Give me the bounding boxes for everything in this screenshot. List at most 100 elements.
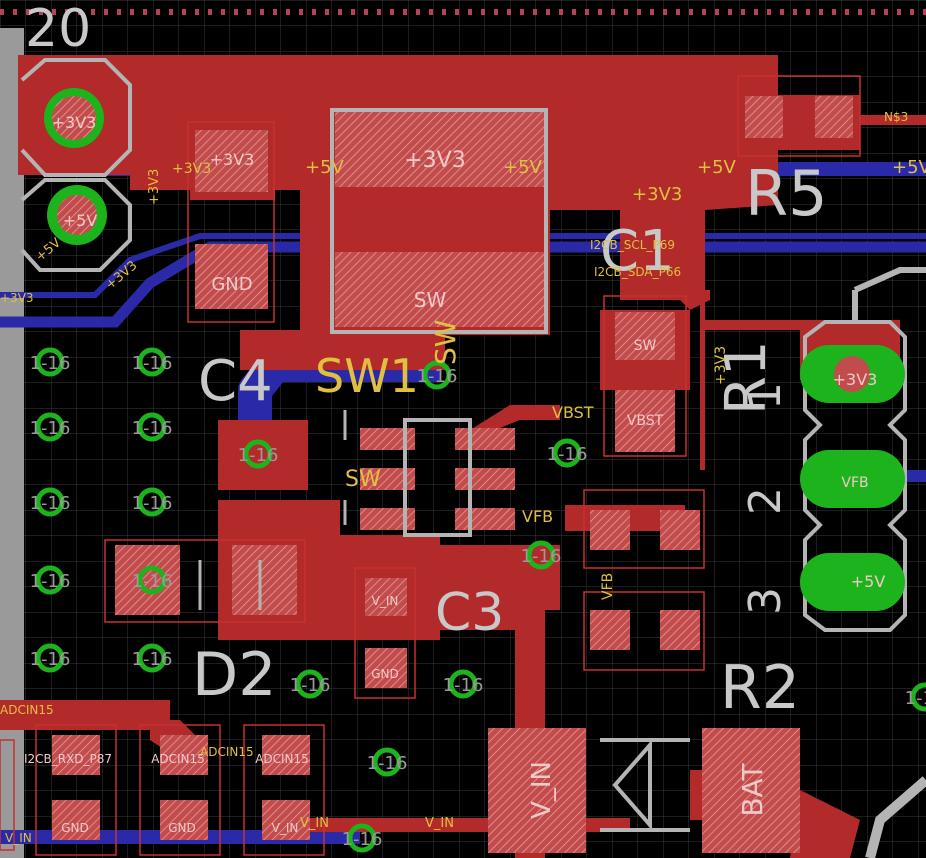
svg-text:SW: SW (345, 467, 381, 492)
via[interactable]: 1-16 (30, 412, 71, 442)
via-label: 1-16 (547, 444, 588, 465)
pad-label-layer: +3V3 GND +3V3 SW SW VBST V_IN GND GND GN… (24, 113, 885, 835)
c4-label: C4 (198, 349, 273, 414)
svg-text:+5V: +5V (305, 157, 345, 178)
via-label: 1-16 (30, 353, 71, 374)
c3-label: C3 (435, 583, 504, 643)
via-label: 1-16 (30, 418, 71, 439)
pin-1-label: 1 (740, 382, 791, 410)
svg-text:+3V3: +3V3 (833, 370, 878, 389)
via[interactable]: 1-16 (132, 412, 173, 442)
sw1-label: SW1 (315, 349, 419, 403)
svg-text:+3V3: +3V3 (210, 150, 255, 169)
vias[interactable]: 1-16 1-16 1-16 1-16 1-16 1-16 1-16 1-16 1-16 1-16… (30, 347, 926, 853)
via[interactable]: 1-16 (905, 682, 926, 712)
svg-text:GND: GND (61, 821, 89, 835)
via-label: 1-16 (342, 829, 383, 850)
via-label: 1-16 (905, 688, 926, 709)
svg-text:V_IN: V_IN (5, 831, 32, 845)
svg-text:ADCIN15: ADCIN15 (151, 752, 205, 766)
svg-text:V_IN: V_IN (300, 816, 329, 831)
via[interactable]: 1-16 (521, 540, 562, 570)
via-label: 1-16 (132, 353, 173, 374)
svg-text:GND: GND (168, 821, 196, 835)
svg-text:VBST: VBST (627, 413, 664, 429)
smd-pads[interactable] (52, 96, 853, 853)
svg-text:VFB: VFB (600, 573, 616, 600)
svg-text:V_IN: V_IN (372, 594, 399, 608)
via-label: 1-16 (521, 546, 562, 567)
through-hole-pads[interactable] (44, 88, 905, 611)
via[interactable]: 1-16 (30, 487, 71, 517)
svg-text:GND: GND (371, 667, 399, 681)
svg-text:VFB: VFB (522, 507, 553, 526)
svg-text:+3V3: +3V3 (0, 291, 34, 305)
d2-label: D2 (192, 640, 276, 710)
via[interactable]: 1-16 (290, 669, 331, 699)
r5-label: R5 (745, 157, 828, 230)
via-label: 1-16 (30, 649, 71, 670)
svg-text:SW: SW (414, 288, 447, 312)
svg-text:+5V: +5V (503, 157, 543, 178)
svg-text:I2CB_RXD_P87: I2CB_RXD_P87 (24, 752, 112, 766)
svg-text:+5V: +5V (63, 211, 98, 230)
silkscreen (20, 58, 926, 858)
svg-text:SW: SW (429, 320, 462, 365)
pin-2-label: 2 (740, 487, 791, 515)
svg-text:I2CB_SDA_P66: I2CB_SDA_P66 (594, 265, 681, 279)
via[interactable]: 1-16 (547, 438, 588, 468)
svg-text:V_IN: V_IN (272, 821, 299, 835)
via-label: 1-16 (30, 493, 71, 514)
via[interactable]: 1-16 (238, 439, 279, 469)
svg-text:SW: SW (634, 338, 657, 354)
via-label: 1-16 (290, 675, 331, 696)
via[interactable]: 1-16 (30, 565, 71, 595)
via[interactable]: 1-16 (30, 643, 71, 673)
via-label: 1-16 (132, 571, 173, 592)
via[interactable]: 1-16 (417, 360, 458, 390)
svg-text:+5V: +5V (892, 157, 926, 178)
via-label: 1-16 (132, 418, 173, 439)
part-outlines (0, 75, 861, 856)
header-pin-19 (47, 185, 107, 245)
svg-text:GND: GND (211, 274, 252, 295)
via-label: 1-16 (417, 366, 458, 387)
svg-text:+5V: +5V (851, 572, 886, 591)
svg-text:N$3: N$3 (884, 110, 908, 124)
svg-text:VBST: VBST (552, 403, 594, 422)
svg-text:+3V3: +3V3 (172, 161, 211, 177)
pin-3-label: 3 (740, 587, 791, 615)
via[interactable]: 1-16 (132, 487, 173, 517)
via-label: 1-16 (238, 445, 279, 466)
r1-label: R1 (714, 340, 779, 415)
via[interactable]: 1-16 (132, 565, 173, 595)
via-label: 1-16 (367, 753, 408, 774)
svg-text:+3V3: +3V3 (713, 346, 729, 385)
svg-text:+3V3: +3V3 (632, 184, 682, 205)
jumper-pin-1 (800, 345, 905, 403)
via[interactable]: 1-16 (342, 823, 383, 853)
jumper-pin-3 (800, 553, 905, 611)
svg-text:+5V: +5V (697, 157, 737, 178)
via-label: 1-16 (132, 649, 173, 670)
via[interactable]: 1-16 (30, 347, 71, 377)
svg-text:ADCIN15: ADCIN15 (255, 752, 309, 766)
svg-text:VFB: VFB (841, 475, 868, 491)
via[interactable]: 1-16 (367, 747, 408, 777)
via[interactable]: 1-16 (443, 669, 484, 699)
via[interactable]: 1-16 (132, 643, 173, 673)
jumper-pin-2 (800, 450, 905, 508)
via[interactable]: 1-16 (132, 347, 173, 377)
svg-text:+3V3: +3V3 (404, 148, 465, 173)
header-pin-20 (44, 88, 104, 148)
svg-text:V_IN: V_IN (527, 761, 557, 819)
svg-text:I2CB_SCL_P69: I2CB_SCL_P69 (590, 238, 675, 252)
svg-text:ADCIN15: ADCIN15 (200, 745, 254, 759)
via-label: 1-16 (132, 493, 173, 514)
svg-text:+3V3: +3V3 (147, 169, 162, 205)
header-pin-20-label: 20 (25, 0, 91, 59)
designator-layer: 20 R5 C1 R1 C4 C3 D2 R2 1 2 3 (25, 0, 828, 723)
r2-label: R2 (720, 653, 800, 723)
svg-text:V_IN: V_IN (425, 816, 454, 831)
